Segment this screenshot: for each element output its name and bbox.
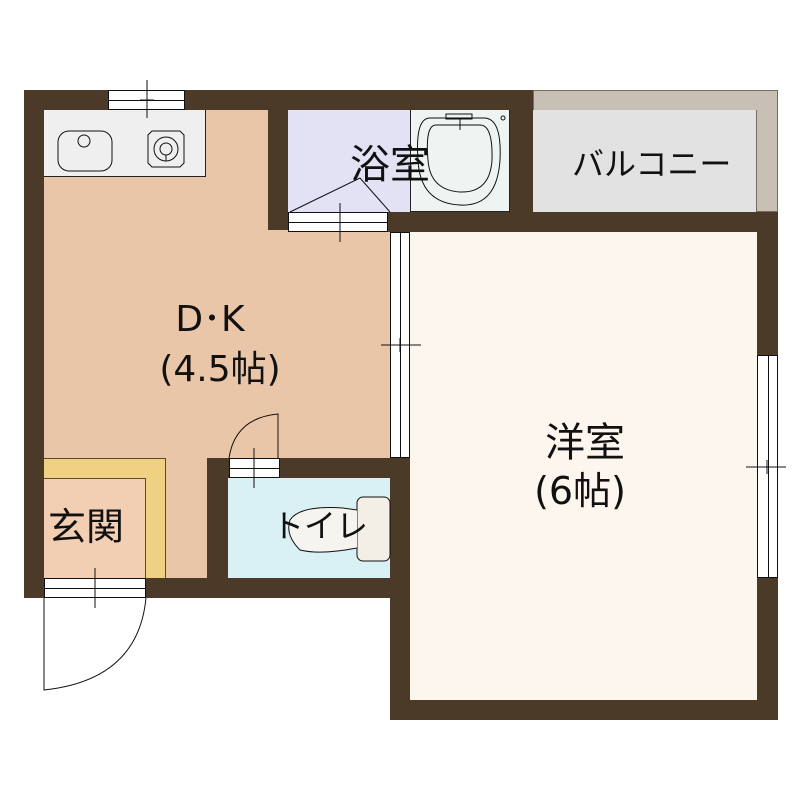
toilet-label: トイレ bbox=[272, 507, 369, 545]
wall-left bbox=[24, 90, 44, 598]
balcony-floor bbox=[533, 110, 757, 212]
entrance-floor bbox=[44, 478, 146, 578]
kitchen-counter bbox=[44, 110, 206, 177]
bath-vestibule-floor bbox=[288, 110, 410, 212]
wall-dk-bath bbox=[268, 90, 288, 230]
entrance-label: 玄関 bbox=[48, 505, 125, 549]
wall-bottom-left bbox=[146, 578, 410, 598]
wall-top-left bbox=[24, 90, 108, 110]
wall-toilet-top-right bbox=[280, 458, 410, 478]
balcony-label: バルコニー bbox=[572, 145, 732, 183]
sink-icon bbox=[57, 130, 113, 172]
dk-label: D･K bbox=[175, 299, 245, 340]
wall-bottom-corner bbox=[24, 578, 44, 598]
wall-bath-bottom bbox=[388, 212, 778, 232]
wall-bath-right bbox=[510, 90, 533, 232]
gas-stove-icon bbox=[147, 130, 185, 168]
bath-door[interactable] bbox=[288, 212, 388, 232]
bath-label: 浴室 bbox=[350, 142, 430, 188]
wall-right-lower bbox=[757, 578, 778, 720]
wall-bottom-western bbox=[390, 700, 778, 720]
western-size-label: (6帖) bbox=[534, 469, 626, 513]
western-room-floor bbox=[410, 232, 757, 700]
western-label: 洋室 bbox=[545, 420, 625, 466]
bathtub-icon bbox=[417, 113, 506, 206]
dk-size-label: (4.5帖) bbox=[159, 349, 281, 390]
wall-toilet-left bbox=[207, 458, 228, 598]
toilet-icon bbox=[288, 496, 391, 562]
wall-right-upper bbox=[757, 212, 778, 355]
